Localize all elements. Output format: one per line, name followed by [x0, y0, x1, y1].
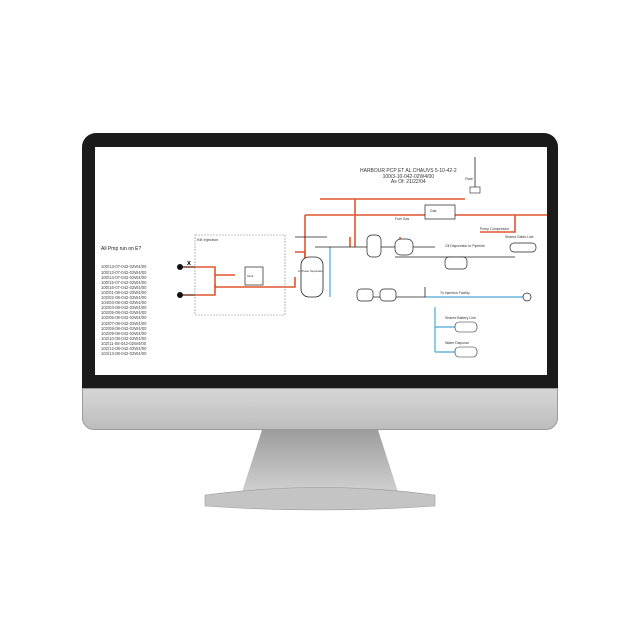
compressor: [424, 204, 456, 220]
wellhead-node: [177, 264, 183, 270]
wellhead-node: [177, 292, 183, 298]
well-list-item: 100/16-07-042-02W4/00: [101, 284, 147, 290]
diagram-title: HARBOUR PCP ET AL CHAUVS 5-10-42-2 100/3…: [360, 168, 457, 186]
tank-box: [244, 266, 264, 286]
well-list-item: 100/13-07-042-02W4/00: [101, 264, 147, 270]
label: Shared Sales Line: [505, 235, 534, 239]
label: Tank: [247, 274, 254, 278]
pid-diagram: x: [177, 157, 547, 358]
monitor-screen: HARBOUR PCP ET AL CHAUVS 5-10-42-2 100/3…: [95, 147, 547, 375]
label: 2-Phase Separator: [298, 269, 324, 273]
well-list-item: 100/14-07-042-02W4/00: [101, 274, 147, 280]
tank: [366, 234, 382, 258]
well-list-item: 102/02-08-042-02W4/00: [101, 295, 147, 301]
title-line: HARBOUR PCP ET AL CHAUVS 5-10-42-2: [360, 168, 457, 174]
well-list-item: 102/09-08-042-02W4/00: [101, 330, 147, 336]
vessel: [356, 288, 374, 302]
title-line: As Of: 21/22/04: [390, 179, 426, 185]
well-list-item: 102/08-08-042-02W4/00: [101, 325, 147, 331]
label: Pump Compressor: [480, 227, 510, 231]
well-list-item: 100/15-07-042-02W4/00: [101, 279, 147, 285]
label: Flare: [465, 177, 473, 181]
label: Gas: [430, 209, 437, 213]
pump-icon: [522, 292, 532, 302]
water-lines: [329, 247, 525, 353]
well-list-item: 104/03-08-042-02W4/00: [101, 300, 147, 306]
svg-text:x: x: [187, 260, 191, 267]
well-list-item: 102/01-08-042-02W4/00: [101, 289, 147, 295]
label: Oil Disposition to Pipeline: [445, 244, 485, 248]
well-list-item: 102/05-08-042-02W4/00: [101, 310, 147, 316]
vessel: [379, 288, 397, 302]
label: Water Disposal: [445, 341, 469, 345]
separator-vessel: [300, 256, 324, 298]
label: To Injection Facility: [440, 291, 470, 295]
well-list-header: All Pmp run on E?: [101, 246, 142, 253]
monitor-chin: [82, 388, 558, 430]
process-lines: [180, 198, 547, 296]
label: Kill Injection: [197, 237, 219, 242]
well-list-item: 102/11-08-042-02W4/00: [101, 340, 147, 346]
vessel: [444, 256, 468, 270]
well-list-item: 102/12-08-042-02W4/00: [101, 345, 147, 351]
well-list-item: 102/06-08-042-02W4/00: [101, 315, 147, 321]
sales-vessel: [509, 242, 537, 253]
label: Fuel Gas: [395, 217, 410, 221]
title-line: 100/3-10-042-02W4/00: [382, 173, 435, 180]
well-list-item: 102/07-08-042-02W4/00: [101, 320, 147, 326]
kill-injection-box: [194, 234, 286, 316]
label: Shared Battery Line: [445, 316, 476, 320]
vessel: [394, 238, 414, 256]
well-list-item: 104/13-08-042-02W4/00: [101, 351, 147, 357]
well-list-item: 102/10-08-042-02W4/00: [101, 335, 147, 341]
well-list-item: 102/04-08-042-02W4/00: [101, 305, 147, 311]
well-list-item: 100/13-07-042-02W4/00: [101, 269, 147, 275]
